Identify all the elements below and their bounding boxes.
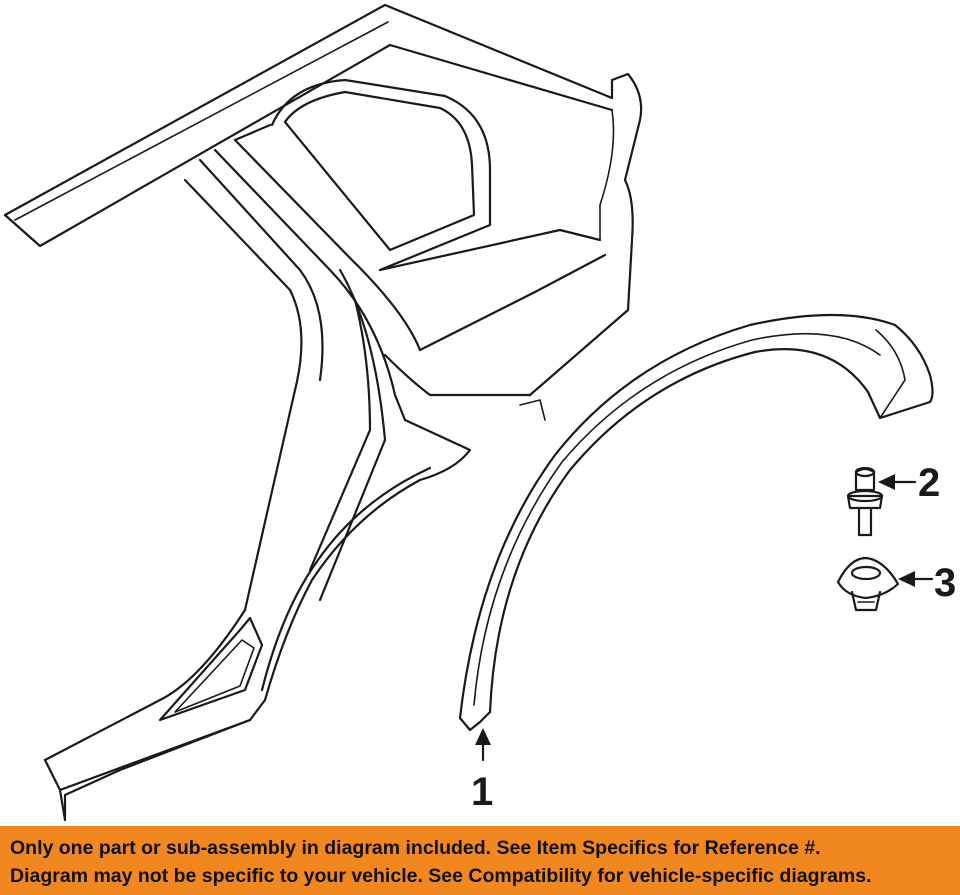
parts-diagram: 1 2 3 (3, 3, 956, 822)
callout-3: 3 (898, 561, 956, 605)
push-pin-drawing (846, 466, 884, 537)
quarter-panel-drawing (3, 3, 643, 822)
callout-3-label: 3 (934, 561, 956, 605)
callout-2-label: 2 (918, 461, 940, 505)
callout-2-arrowhead (878, 474, 895, 490)
callout-1-arrowhead (475, 728, 491, 745)
callout-2: 2 (878, 461, 940, 505)
disclaimer-line-2: Diagram may not be specific to your vehi… (10, 865, 872, 887)
diagram-drawing: 1 2 3 (3, 3, 956, 822)
disclaimer-line-1: Only one part or sub-assembly in diagram… (10, 837, 821, 859)
callout-3-arrowhead (898, 571, 915, 587)
retainer-clip-drawing (836, 556, 900, 612)
wheel-opening-molding-drawing (458, 313, 934, 732)
callout-1: 1 (471, 728, 493, 814)
disclaimer-banner: Only one part or sub-assembly in diagram… (0, 826, 960, 895)
callout-1-label: 1 (471, 770, 493, 814)
